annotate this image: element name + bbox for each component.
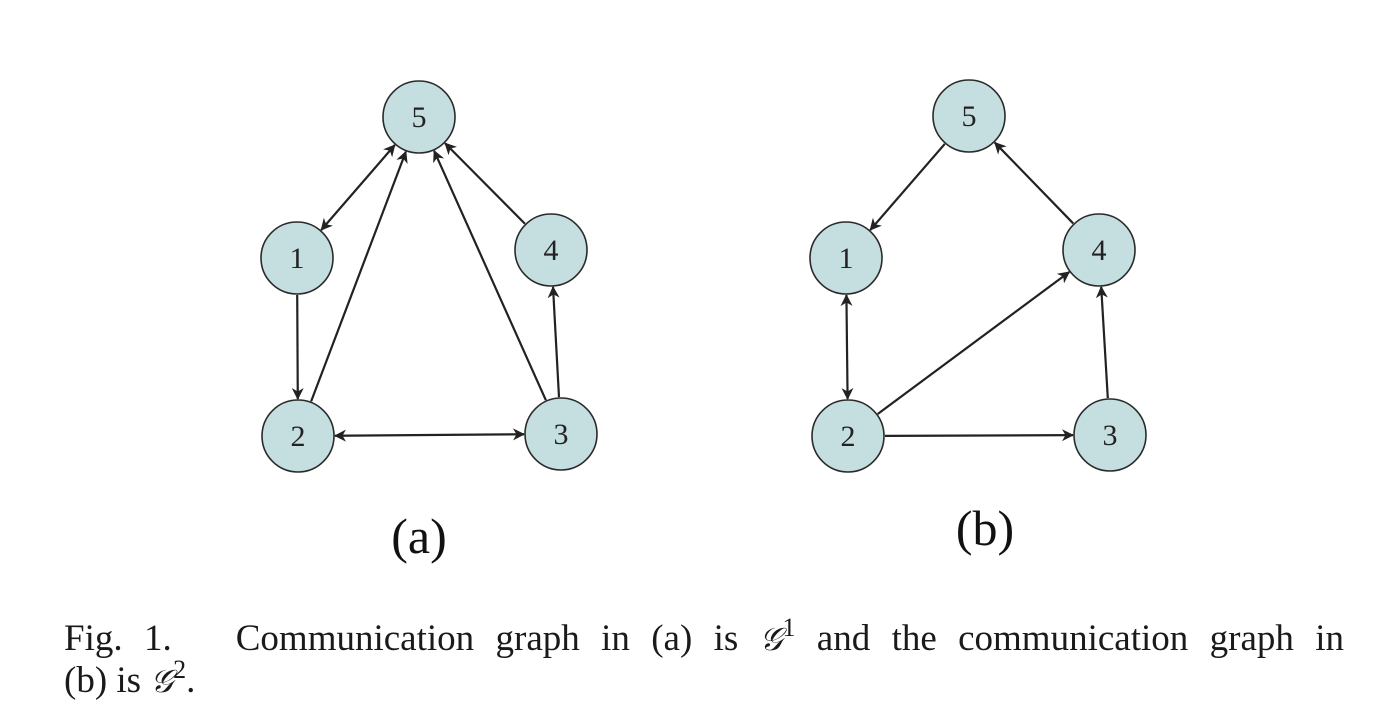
graph-b: 5 1 4 2 3: [809, 79, 1147, 473]
node-label: 5: [962, 100, 977, 133]
caption-part2: and the communication graph in: [816, 618, 1344, 659]
node-circle: [1073, 398, 1147, 472]
node-circle: [260, 221, 334, 295]
caption-part3: (b) is: [64, 660, 142, 701]
sublabel-a: (a): [391, 508, 447, 564]
node-b-3: 3: [1073, 398, 1147, 472]
node-circle: [514, 213, 588, 287]
graph-symbol-1: 𝒢: [759, 620, 783, 658]
node-label: 3: [554, 418, 569, 451]
node-circle: [1062, 213, 1136, 287]
node-circle: [809, 221, 883, 295]
node-b-2: 2: [811, 399, 885, 473]
node-label: 4: [1092, 234, 1107, 267]
node-b-4: 4: [1062, 213, 1136, 287]
sublabel-b: (b): [956, 500, 1014, 556]
edge-a-2-5: [310, 150, 408, 402]
caption-sup2: 2: [173, 655, 187, 684]
edge-a-3-4: [547, 285, 561, 398]
edge-b-2-3: [884, 429, 1075, 442]
node-label: 2: [291, 420, 306, 453]
node-circle: [261, 399, 335, 473]
node-a-3: 3: [524, 397, 598, 471]
node-label: 1: [839, 242, 854, 275]
edge-b-5-1: [869, 143, 946, 231]
edge-a-3-5: [433, 149, 547, 401]
caption-part1: Communication graph in (a) is: [235, 618, 739, 659]
node-circle: [524, 397, 598, 471]
node-a-1: 1: [260, 221, 334, 295]
edge-b-1-2: [840, 293, 854, 401]
edge-a-2-3: [333, 428, 526, 442]
node-label: 2: [841, 420, 856, 453]
edge-b-3-4: [1095, 285, 1109, 399]
node-a-4: 4: [514, 213, 588, 287]
edge-b-4-5: [993, 141, 1075, 225]
figure-caption: Fig. 1. Communication graph in (a) is 𝒢1…: [64, 615, 1344, 660]
node-a-2: 2: [261, 399, 335, 473]
edge-a-4-5: [444, 142, 526, 225]
graph-a: 5 1 4 2 3: [260, 80, 598, 473]
node-circle: [811, 399, 885, 473]
node-label: 5: [412, 101, 427, 134]
caption-sup1: 1: [782, 613, 796, 642]
edge-b-2-4: [877, 271, 1071, 415]
caption-prefix: Fig. 1.: [64, 618, 172, 659]
node-circle: [932, 79, 1006, 153]
figure: 5 1 4 2 3 5 1 4 2 3 (a) (b): [260, 79, 1147, 564]
graph-symbol-2: 𝒢: [150, 662, 174, 700]
node-label: 4: [544, 234, 559, 267]
node-b-1: 1: [809, 221, 883, 295]
edge-a-1-5: [320, 144, 396, 231]
edge-a-1-2: [291, 294, 304, 401]
caption-end: .: [186, 660, 196, 701]
node-label: 1: [290, 242, 305, 275]
node-circle: [382, 80, 456, 154]
figure-caption-line2: (b) is 𝒢2.: [64, 657, 196, 702]
node-label: 3: [1103, 419, 1118, 452]
node-b-5: 5: [932, 79, 1006, 153]
node-a-5: 5: [382, 80, 456, 154]
